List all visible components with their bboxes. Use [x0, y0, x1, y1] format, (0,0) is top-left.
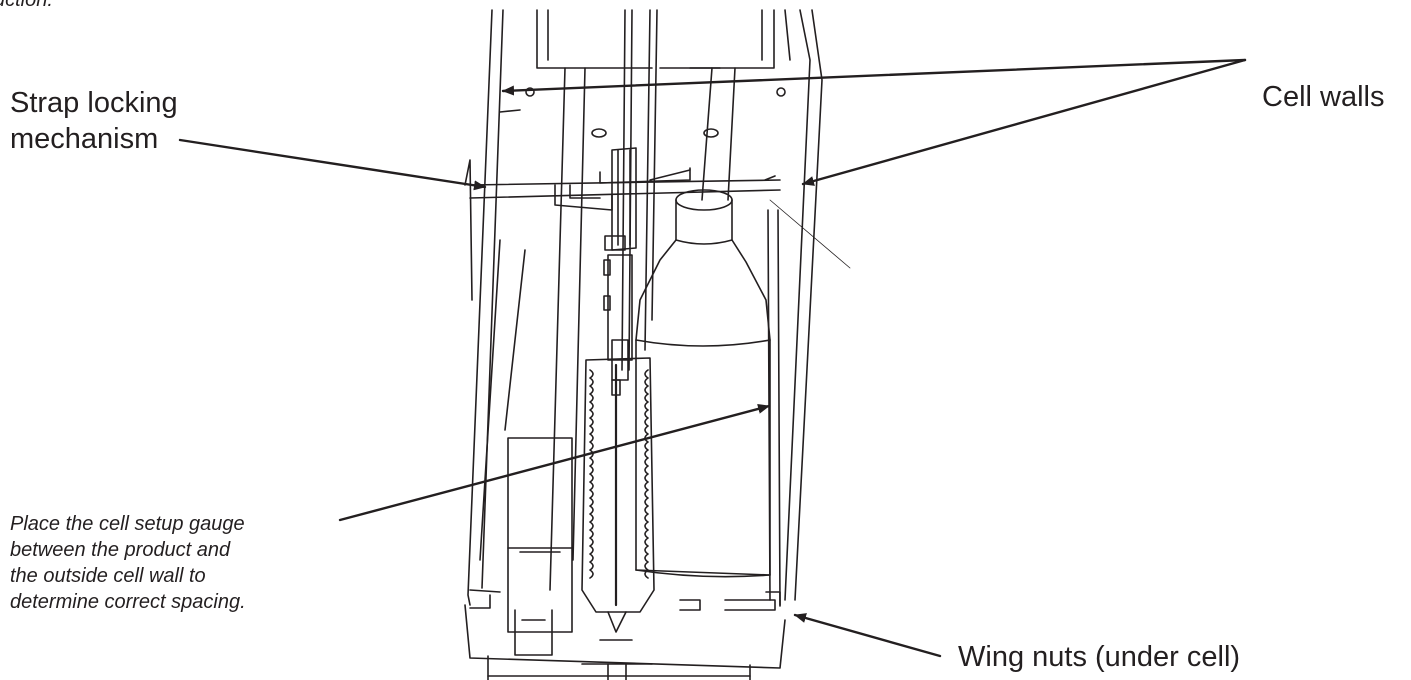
strap-locking-label-line1: Strap locking	[10, 87, 178, 119]
header-fragment: uction.	[0, 0, 53, 11]
gauge-note-line4: determine correct spacing.	[10, 591, 246, 613]
left-block	[507, 437, 573, 633]
wing-nuts-label: Wing nuts (under cell)	[958, 641, 1241, 673]
strap-locking-arrow	[178, 138, 487, 191]
wing-nuts-arrow	[793, 613, 942, 658]
gauge-note-line3: the outside cell wall to	[10, 565, 206, 587]
cell-walls-arrow-right	[801, 58, 1247, 186]
gauge-note-line1: Place the cell setup gauge	[10, 513, 245, 535]
bottle	[635, 199, 771, 576]
gauge-note-line2: between the product and	[10, 539, 231, 561]
base-plate	[464, 604, 786, 669]
cell-walls-label: Cell walls	[1262, 81, 1385, 113]
right-cell-wall	[784, 9, 811, 601]
gauge-placement-arrow	[338, 403, 771, 522]
left-cell-wall	[467, 9, 493, 606]
strap-locking-label-line2: mechanism	[10, 123, 159, 155]
setup-gauge-outline	[581, 357, 655, 613]
cell-walls-arrow-left	[501, 58, 1247, 96]
